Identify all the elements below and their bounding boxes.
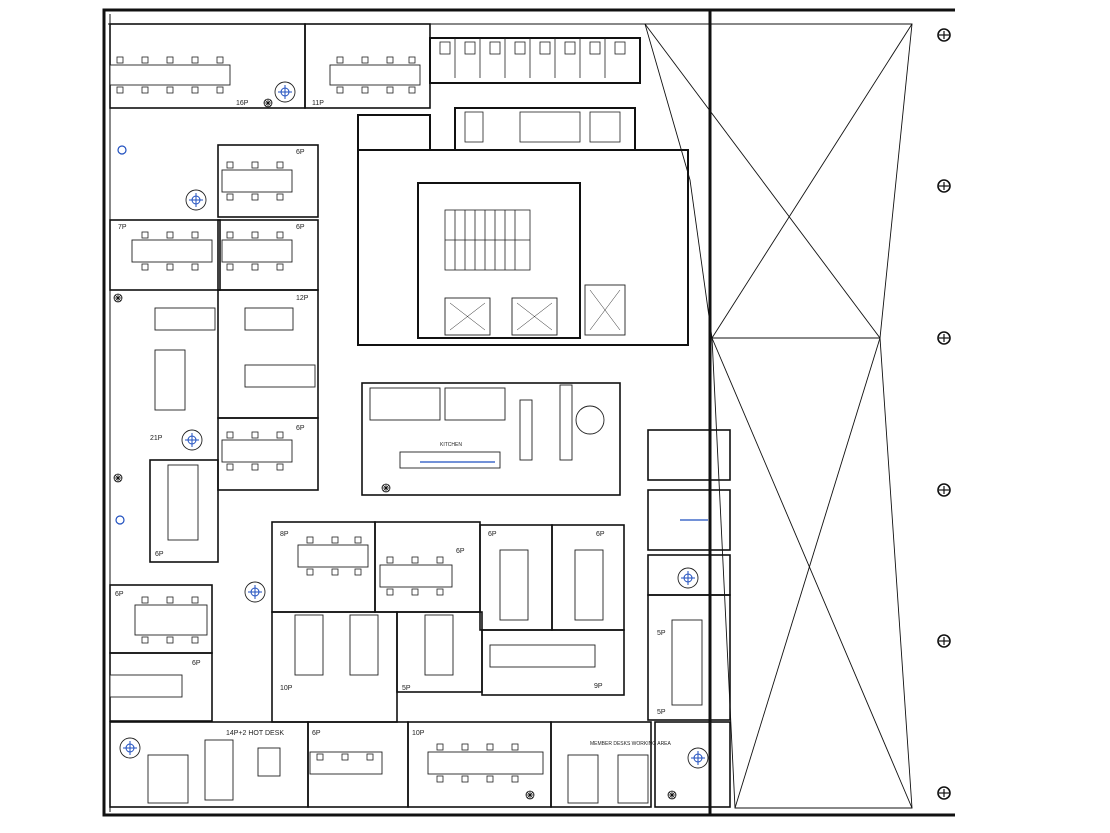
toilet-stalls (439, 38, 626, 143)
atrium-void (644, 23, 913, 809)
room-label: 6P (312, 730, 321, 737)
room-label: 12P (296, 295, 309, 302)
room-label: 6P (296, 425, 305, 432)
room-label: 6P (296, 224, 305, 231)
room-label: 7P (118, 224, 127, 231)
room-labels: 16P 11P 6P 7P 6P 12P 21P 6P 6P 6P 6P 8P … (115, 100, 672, 747)
room-label: KITCHEN (440, 442, 462, 448)
room-label: 6P (456, 548, 465, 555)
column-marker-icon (937, 331, 951, 345)
room-label: 9P (594, 683, 603, 690)
kitchen-furniture (369, 384, 605, 469)
column-marker-icon (937, 483, 951, 497)
plant-icon (525, 790, 535, 800)
room-label: 14P+2 HOT DESK (226, 730, 284, 737)
room-label: 6P (296, 149, 305, 156)
room-label: 6P (155, 551, 164, 558)
plant-icon (113, 473, 123, 483)
elevator-icon (444, 284, 626, 336)
column-markers (937, 28, 951, 800)
core (357, 37, 689, 346)
building-outline (102, 8, 955, 817)
plant-icon (381, 483, 391, 493)
room-label: 5P (657, 709, 666, 716)
blue-marks (115, 81, 709, 769)
room-label: 6P (596, 531, 605, 538)
room-label: 16P (236, 100, 249, 107)
room-label: 6P (115, 591, 124, 598)
room-label: 10P (412, 730, 425, 737)
room-label: 8P (280, 531, 289, 538)
plant-icon (667, 790, 677, 800)
room-label: 21P (150, 435, 163, 442)
room-label: 11P (312, 100, 324, 107)
room-label: 6P (192, 660, 201, 667)
desk-clusters (109, 64, 703, 804)
plant-icon (113, 293, 123, 303)
column-marker-icon (937, 28, 951, 42)
room-label: 6P (488, 531, 497, 538)
column-marker-icon (937, 786, 951, 800)
plant-icon (263, 98, 273, 108)
room-label: 10P (280, 685, 293, 692)
stair-icon (444, 209, 531, 271)
partitions (109, 23, 731, 808)
column-marker-icon (937, 179, 951, 193)
room-label: MEMBER DESKS WORKING AREA (590, 741, 672, 747)
room-label: 5P (402, 685, 411, 692)
room-label: 5P (657, 630, 666, 637)
column-marker-icon (937, 634, 951, 648)
